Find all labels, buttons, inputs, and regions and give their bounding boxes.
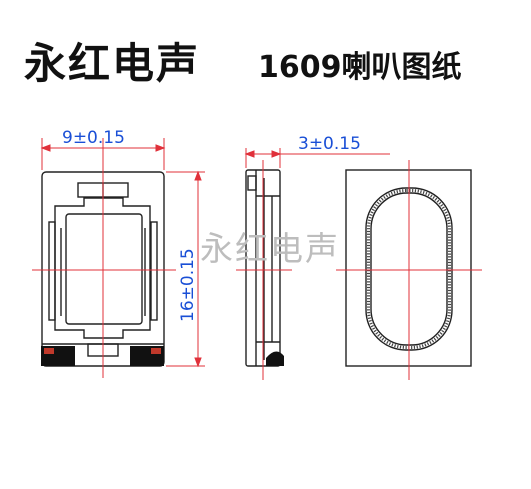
drawing-title: 1609喇叭图纸 (258, 50, 462, 85)
thickness-dimension-label: 3±0.15 (298, 134, 361, 154)
brand-title: 永红电声 (24, 39, 201, 88)
length-dimension (166, 170, 205, 368)
side-centerlines (236, 160, 292, 380)
side-terminal (266, 351, 284, 366)
front-right-slot (150, 221, 158, 321)
front-left-slot (48, 221, 56, 321)
front-centerlines (32, 138, 176, 378)
back-centerlines (336, 160, 482, 380)
watermark: 永红电声 (200, 229, 340, 268)
thickness-dimension (244, 148, 390, 168)
width-dimension-label: 9±0.15 (62, 128, 125, 148)
front-inner-panel (65, 213, 143, 325)
front-view (41, 171, 165, 367)
front-inner-frame (54, 197, 151, 339)
length-dimension-label: 16±0.15 (178, 248, 198, 322)
width-dimension (40, 138, 166, 170)
